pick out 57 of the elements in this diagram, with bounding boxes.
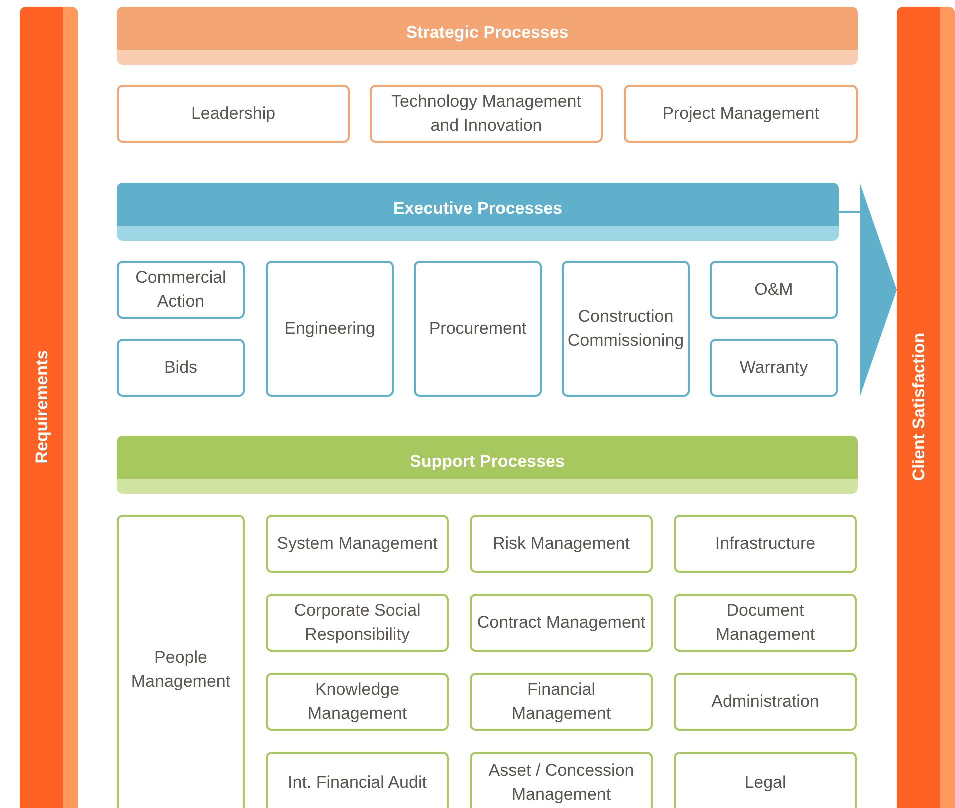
process-label: Project Management bbox=[662, 103, 820, 125]
section-header bbox=[117, 183, 839, 241]
process-box bbox=[370, 85, 603, 143]
section-title: Strategic Processes bbox=[406, 22, 569, 44]
section-title: Executive Processes bbox=[393, 198, 563, 220]
process-label: O&M bbox=[754, 279, 794, 301]
process-box bbox=[266, 673, 449, 731]
process-label: Commercial Action bbox=[134, 267, 228, 313]
process-label: System Management bbox=[277, 533, 438, 555]
process-box bbox=[674, 673, 857, 731]
side-bar bbox=[897, 7, 955, 808]
process-box bbox=[562, 261, 690, 397]
process-box bbox=[266, 594, 449, 652]
process-box bbox=[470, 752, 653, 808]
process-label: Bids bbox=[164, 357, 198, 379]
process-box bbox=[414, 261, 542, 397]
process-label: Infrastructure bbox=[715, 533, 816, 555]
process-box bbox=[117, 261, 245, 319]
process-box bbox=[674, 594, 857, 652]
section-title: Support Processes bbox=[410, 451, 565, 472]
process-box bbox=[266, 752, 449, 808]
process-label: Construction Commissioning bbox=[568, 306, 684, 352]
process-box bbox=[117, 515, 245, 808]
process-box bbox=[470, 515, 653, 573]
process-label: Engineering bbox=[284, 318, 376, 340]
process-label: People Management bbox=[130, 647, 232, 693]
process-label: Document Management bbox=[714, 600, 816, 646]
process-label: Int. Financial Audit bbox=[288, 772, 427, 794]
process-label: Asset / Concession Management bbox=[488, 760, 636, 806]
process-label: Warranty bbox=[740, 357, 808, 379]
process-label: Corporate Social Responsibility bbox=[293, 600, 422, 646]
process-label: Risk Management bbox=[492, 533, 630, 555]
process-label: Administration bbox=[712, 691, 820, 713]
side-bar-label: Requirements bbox=[31, 350, 52, 464]
process-box bbox=[117, 85, 350, 143]
process-label: Legal bbox=[744, 772, 786, 794]
process-box bbox=[470, 673, 653, 731]
process-label: Financial Management bbox=[510, 679, 612, 725]
process-box bbox=[266, 261, 394, 397]
side-bar-label: Client Satisfaction bbox=[908, 332, 930, 482]
process-box bbox=[624, 85, 858, 143]
chevron-arrow bbox=[839, 183, 897, 397]
process-label: Technology Management and Innovation bbox=[390, 91, 582, 137]
process-label: Procurement bbox=[429, 318, 527, 340]
process-box bbox=[710, 339, 838, 397]
process-box bbox=[710, 261, 838, 319]
process-label: Knowledge Management bbox=[306, 679, 408, 725]
section-header bbox=[117, 7, 858, 65]
process-box bbox=[674, 752, 857, 808]
process-box bbox=[674, 515, 857, 573]
process-box bbox=[470, 594, 653, 652]
process-label: Leadership bbox=[191, 103, 276, 125]
process-box bbox=[266, 515, 449, 573]
section-header bbox=[117, 436, 858, 494]
process-label: Contract Management bbox=[477, 612, 646, 634]
process-box bbox=[117, 339, 245, 397]
side-bar bbox=[20, 7, 78, 808]
